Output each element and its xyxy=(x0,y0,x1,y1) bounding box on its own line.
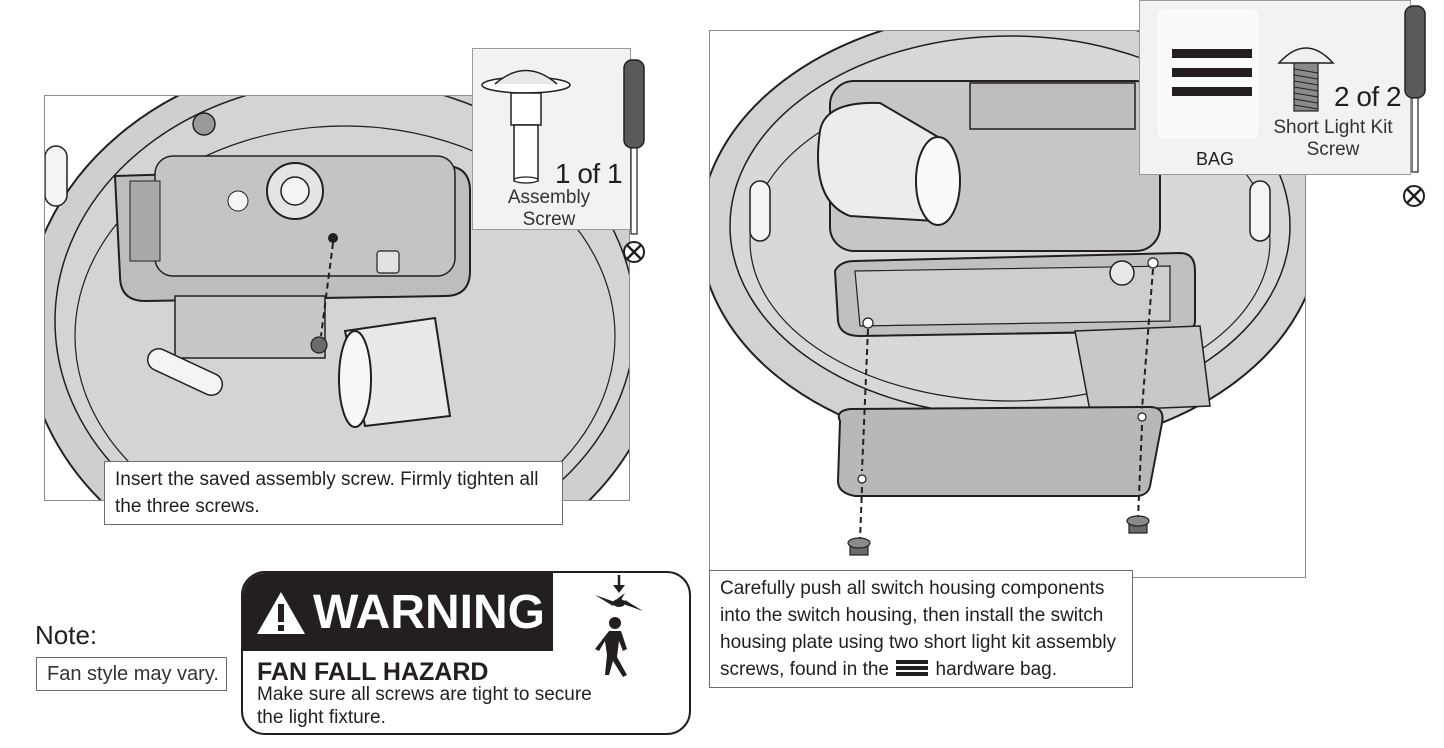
warning-title: WARNING xyxy=(313,586,545,639)
assembly-screw-count: 1 of 1 xyxy=(555,158,623,189)
bag-label: BAG xyxy=(1196,149,1235,169)
falling-fan-icon xyxy=(595,575,643,677)
warning-triangle-icon xyxy=(257,592,305,634)
screwdriver-icon xyxy=(623,59,645,235)
warning-header: WARNING xyxy=(243,573,553,651)
assembly-screw-callout: 1 of 1 Assembly Screw xyxy=(472,48,631,230)
left-step-caption: Insert the saved assembly screw. Firmly … xyxy=(104,461,563,525)
right-step-caption-tail: hardware bag. xyxy=(935,659,1058,680)
hazard-title: FAN FALL HAZARD xyxy=(257,658,489,686)
right-step-caption: Carefully push all switch housing compon… xyxy=(709,570,1133,688)
bag-icon xyxy=(896,660,929,676)
do-not-overtighten-icon xyxy=(623,241,645,263)
short-screw-icon xyxy=(1277,47,1335,112)
do-not-overtighten-icon xyxy=(1403,185,1425,207)
short-screw-name: Short Light Kit Screw xyxy=(1273,117,1393,160)
assembly-screw-name: Assembly Screw xyxy=(507,187,591,230)
note-label: Note: xyxy=(35,620,98,650)
warning-box: WARNING FAN FALL HAZARD Make sure all sc… xyxy=(241,571,691,735)
short-screw-count: 2 of 2 xyxy=(1334,81,1402,112)
note-text: Fan style may vary. xyxy=(36,657,227,691)
screwdriver-icon xyxy=(1404,5,1426,173)
warning-text: Make sure all screws are tight to secure… xyxy=(257,684,592,728)
assembly-screw-icon xyxy=(481,69,571,184)
bag-icon xyxy=(1172,49,1252,96)
right-step-caption-text: Carefully push all switch housing compon… xyxy=(720,578,1117,680)
short-screw-callout: BAG 2 of 2 Short Light Kit Screw xyxy=(1139,0,1411,175)
